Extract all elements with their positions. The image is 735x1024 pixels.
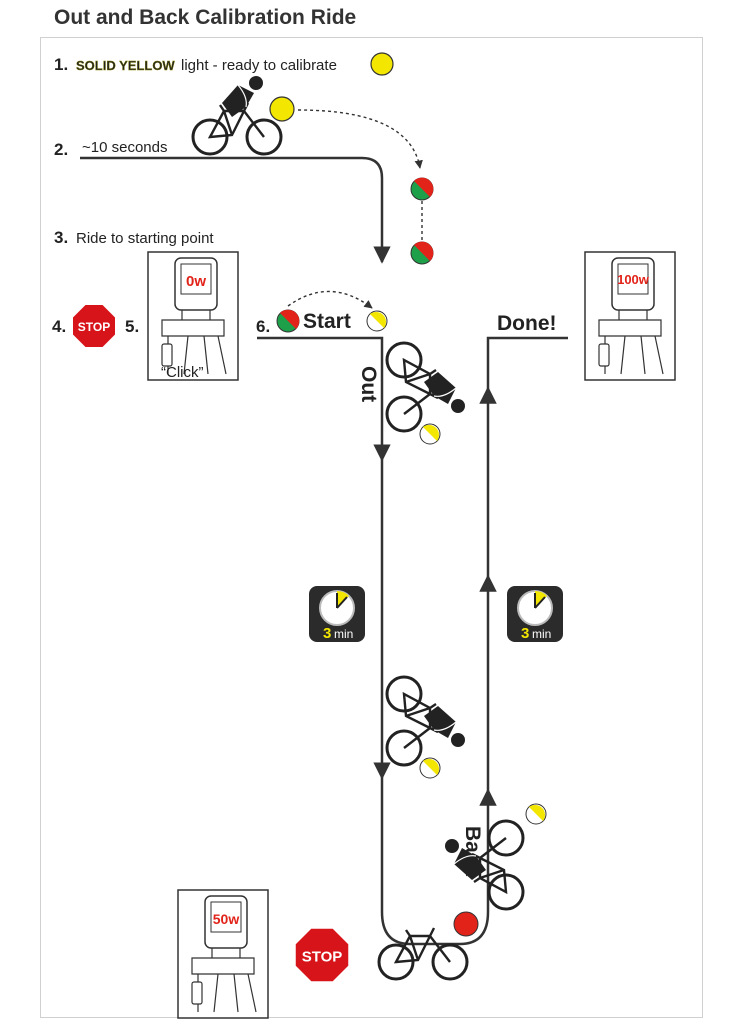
route-line-top xyxy=(80,156,391,264)
red-green-light-icon xyxy=(410,241,434,265)
bicycle-icon xyxy=(377,926,469,981)
yellow-light-icon xyxy=(269,96,295,122)
solid-yellow-label: SOLID YELLOW xyxy=(76,58,175,73)
cyclist-icon xyxy=(387,677,465,765)
step-1-number: 1. xyxy=(54,55,68,74)
step-4-number: 4. xyxy=(52,317,66,336)
out-label: Out xyxy=(357,366,380,402)
cyclist-icon xyxy=(193,76,281,154)
power-reading: 100w xyxy=(617,272,650,287)
step-2-number: 2. xyxy=(54,140,68,159)
bike-computer-fifty: 50w xyxy=(177,889,269,1019)
timer-value: 3 xyxy=(323,625,331,642)
timer-unit: min xyxy=(334,627,353,641)
bike-computer-hundred: 100w xyxy=(584,251,676,381)
step-3-number: 3. xyxy=(54,228,68,247)
step-2-text: ~10 seconds xyxy=(82,139,167,156)
yellow-white-light-icon xyxy=(419,423,441,445)
timer-value: 3 xyxy=(521,625,529,642)
stop-sign-icon: STOP xyxy=(293,926,351,984)
yellow-light-icon xyxy=(370,52,394,76)
start-label: Start xyxy=(303,310,351,333)
red-green-light-icon xyxy=(276,309,300,333)
dashed-arrow xyxy=(297,109,423,169)
power-reading: 0w xyxy=(186,273,206,290)
step-5-number: 5. xyxy=(125,317,139,336)
red-light-icon xyxy=(453,911,479,937)
bike-computer-zero: 0w xyxy=(147,251,239,381)
page-title: Out and Back Calibration Ride xyxy=(54,6,357,29)
route-line-finish xyxy=(486,336,568,388)
step-1-text: light - ready to calibrate xyxy=(181,57,337,74)
power-reading: 50w xyxy=(213,911,240,927)
red-green-light-icon xyxy=(410,177,434,201)
stop-sign-label: STOP xyxy=(302,948,343,965)
step-3-text: Ride to starting point xyxy=(76,230,214,247)
stop-sign-icon: STOP xyxy=(71,303,117,349)
cyclist-icon xyxy=(387,343,465,431)
stopwatch-icon: 3 min xyxy=(308,585,366,643)
step-6-number: 6. xyxy=(256,317,270,336)
diagram-frame xyxy=(40,37,703,1018)
done-label: Done! xyxy=(497,312,557,335)
yellow-white-light-icon xyxy=(525,803,547,825)
stopwatch-icon: 3 min xyxy=(506,585,564,643)
click-label: “Click” xyxy=(161,364,204,381)
dashed-arrow xyxy=(287,290,373,309)
stop-sign-label: STOP xyxy=(78,320,110,334)
yellow-white-light-icon xyxy=(366,310,388,332)
route-line-out xyxy=(257,336,391,462)
timer-unit: min xyxy=(532,627,551,641)
yellow-white-light-icon xyxy=(419,757,441,779)
